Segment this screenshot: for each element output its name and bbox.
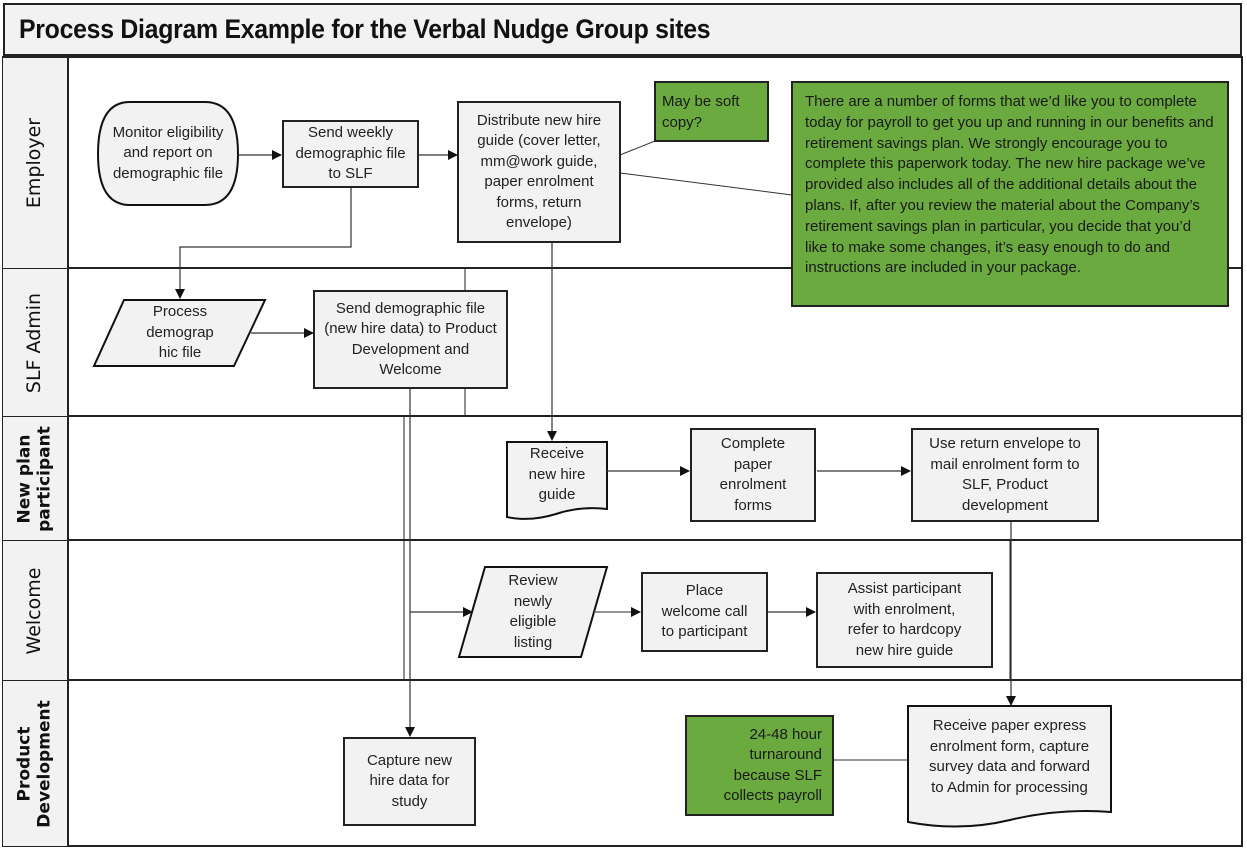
node-text-line: refer to hardcopy (847, 621, 962, 638)
lane-label-product-development: Product Development (14, 699, 54, 828)
node-text-line: Receive (529, 445, 585, 463)
node-text-line: guide (538, 486, 576, 504)
node-text-line: hire data for (369, 772, 450, 790)
node-complete-enrolment-forms: Complete paper enrolment forms (690, 428, 816, 522)
monitor-terminator-shape (96, 101, 240, 206)
node-use-return-envelope: Use return envelope to mail enrolment fo… (911, 428, 1099, 522)
node-capture-new-hire-data: Capture new hire data for study (343, 737, 476, 826)
note-text: There are a number of forms that we’d li… (805, 93, 1214, 277)
node-review-eligible-listing: Review newly eligible listing (478, 567, 588, 657)
node-place-welcome-call: Place welcome call to participant (641, 572, 768, 652)
lane-header-welcome: Welcome (3, 541, 69, 680)
node-distribute-guide: Distribute new hire guide (cover letter,… (457, 101, 621, 243)
node-send-weekly-file: Send weekly demographic file to SLF (282, 120, 419, 188)
node-text-line: enrolment form, capture (929, 737, 1090, 755)
node-text-line: Assist participant (847, 580, 962, 597)
review-listing-data-shape (457, 566, 609, 658)
node-text-line: to participant (661, 623, 748, 641)
lane-header-employer: Employer (3, 58, 69, 268)
receive-guide-document-shape (506, 441, 608, 520)
annotation-soft-copy (619, 140, 656, 156)
diagram-title: Process Diagram Example for the Verbal N… (19, 14, 711, 44)
note-text-line: collects payroll (723, 787, 822, 804)
node-text-line: demograp (146, 323, 214, 341)
lane-label-new-plan-participant: New plan participant (14, 425, 54, 532)
node-text-line: new hire guide (855, 641, 954, 659)
node-send-demographic-file: Send demographic file (new hire data) to… (313, 290, 508, 389)
node-text: Distribute new hire guide (cover letter,… (476, 111, 602, 232)
node-text-line: eligible (509, 613, 557, 630)
edge-send-weekly-to-process-demo (175, 188, 352, 299)
node-monitor-eligibility: Monitor eligibility and report on demogr… (106, 102, 230, 205)
lane-label-welcome: Welcome (23, 567, 46, 654)
node-text-line: Complete (720, 435, 786, 452)
node-receive-paper-express: Receive paper express enrolment form, ca… (908, 712, 1111, 802)
note-text-line: turnaround (749, 746, 822, 763)
lane-label-slf-admin: SLF Admin (23, 292, 46, 393)
node-text-line: paper (733, 455, 773, 473)
node-text-line: Receive paper express (932, 717, 1087, 734)
lane-label-employer: Employer (23, 117, 46, 209)
node-text-line: survey data and forward (929, 758, 1090, 775)
node-text-line: study (391, 792, 428, 810)
node-text: Send weekly demographic file to SLF (295, 124, 406, 183)
node-text: Monitor eligibility and report on demogr… (112, 123, 224, 182)
node-receive-new-hire-guide: Receive new hire guide (507, 442, 607, 508)
node-text-line: Process (152, 303, 208, 321)
node-text-line: listing (513, 633, 553, 651)
node-text-line: welcome call (661, 602, 748, 620)
node-text: Send demographic file (new hire data) to… (324, 299, 497, 379)
node-process-demographic-file: Process demograp hic file (110, 300, 250, 366)
note-text: May be soft copy? (662, 93, 740, 131)
node-text-line: Review (508, 572, 558, 589)
node-text-line: newly (513, 592, 553, 610)
lane-label-line: Development (34, 699, 54, 828)
node-text-line: Capture new (366, 751, 453, 769)
lane-label-line: New plan (14, 434, 35, 523)
lane-header-slf-admin: SLF Admin (3, 269, 69, 416)
node-assist-participant: Assist participant with enrolment, refer… (816, 572, 993, 668)
note-text-line: because SLF (733, 766, 822, 784)
node-text-line: to Admin for processing (931, 778, 1088, 796)
node-text-line: hic file (158, 344, 202, 362)
title-bar: Process Diagram Example for the Verbal N… (3, 3, 1242, 56)
lane-header-product-development: Product Development (3, 681, 69, 846)
note-forms-message: There are a number of forms that we’d li… (791, 81, 1229, 307)
node-text: Use return envelope to mail enrolment fo… (929, 435, 1081, 514)
lane-header-new-plan-participant: New plan participant (3, 417, 69, 540)
note-text-line: 24-48 hour (749, 725, 822, 743)
note-soft-copy: May be soft copy? (654, 81, 769, 142)
note-turnaround: 24-48 hour turnaround because SLF collec… (685, 715, 834, 816)
lane-label-line: Product (14, 726, 35, 801)
node-text-line: Place (685, 582, 724, 600)
node-text-line: with enrolment, (853, 600, 956, 618)
receive-paper-document-shape (907, 705, 1112, 828)
process-demo-data-shape (92, 299, 267, 367)
lane-label-line: participant (34, 425, 54, 532)
node-text-line: enrolment (719, 476, 787, 493)
node-text-line: forms (734, 496, 772, 514)
annotation-forms-note (619, 172, 793, 196)
node-text-line: new hire (528, 465, 586, 483)
